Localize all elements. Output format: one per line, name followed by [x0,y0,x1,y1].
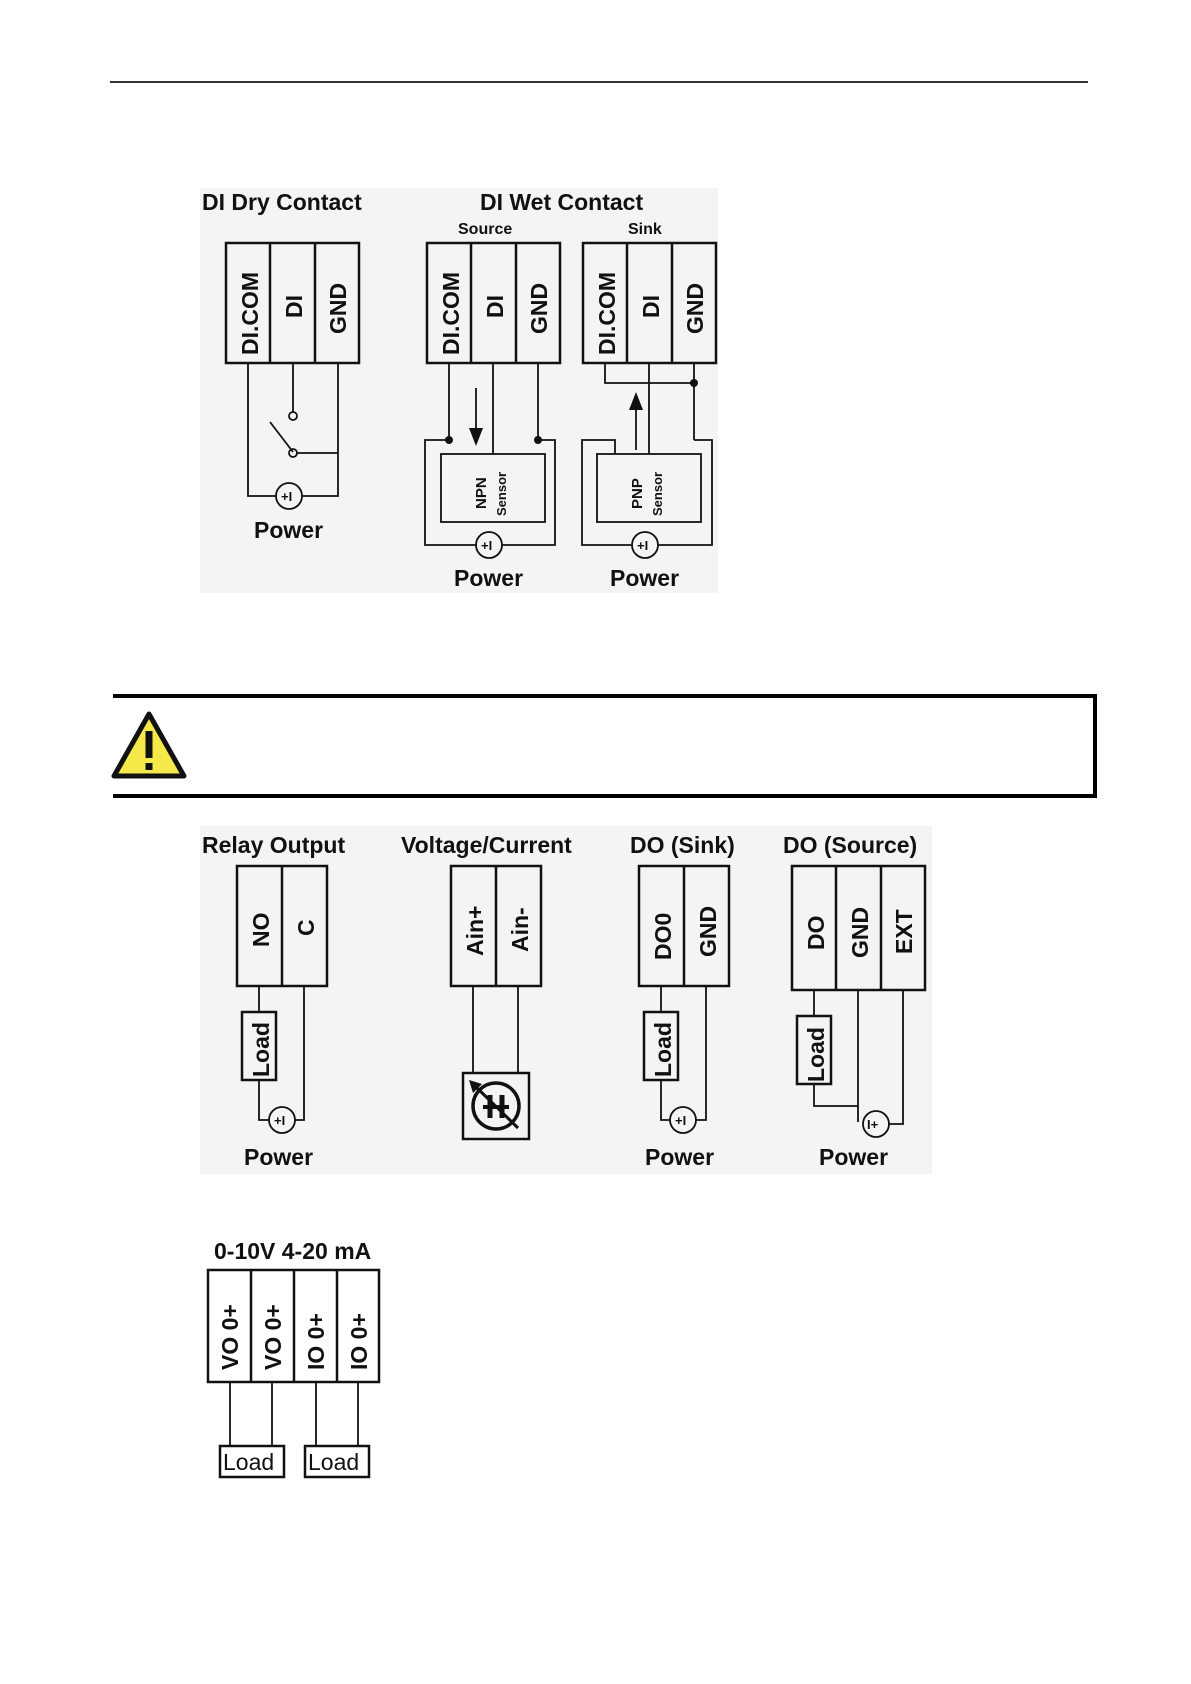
relay-load-label: Load [248,1022,274,1077]
vc-terminal-block [449,864,543,988]
relay-output-title: Relay Output [202,832,345,858]
di-sink-terminal-gnd: GND [682,283,708,334]
do-sink-power-label: Power [645,1144,714,1170]
ao-terminal-vo-2: VO 0+ [260,1304,286,1370]
di-dry-power-symbol: +I [281,489,292,504]
notice-box [113,694,1097,798]
do-sink-terminal-gnd: GND [695,906,721,957]
di-source-wiring [424,363,556,559]
di-source-terminal-gnd: GND [526,283,552,334]
di-sink-wiring [581,363,713,559]
ao-terminal-io-2: IO 0+ [346,1313,372,1370]
output-diagram-background [200,826,932,1174]
do-source-terminal-gnd: GND [847,907,873,958]
do-sink-terminal-do0: DO0 [650,913,676,960]
ao-title: 0-10V 4-20 mA [214,1238,371,1264]
di-npn-sensor-label: Sensor [494,472,509,516]
do-source-power-symbol: I+ [867,1117,879,1132]
di-pnp-label: PNP [629,478,646,509]
header-rule [110,81,1088,83]
di-dry-power-label: Power [254,517,323,543]
vc-terminal-ain-minus: Ain- [507,907,533,952]
di-source-power-symbol: +I [481,538,492,553]
di-sink-current-arrow [629,392,643,410]
di-dry-title: DI Dry Contact [202,189,362,215]
di-source-junction-right [534,436,542,444]
do-source-terminal-ext: EXT [891,909,917,954]
do-sink-terminal-block [637,864,731,988]
do-source-title: DO (Source) [783,832,917,858]
di-wet-title: DI Wet Contact [480,189,643,215]
ao-load-label-current: Load [308,1449,359,1475]
di-sink-terminal-di: DI [638,295,664,318]
di-source-power-label: Power [454,565,523,591]
di-wet-sink-label: Sink [628,221,662,238]
meter-icon [461,1071,531,1141]
di-source-junction-left [445,436,453,444]
di-sink-power-symbol: +I [637,538,648,553]
ao-wiring [218,1382,371,1479]
voltage-current-title: Voltage/Current [401,832,572,858]
do-sink-power-symbol: +I [675,1113,686,1128]
di-wet-source-label: Source [458,221,512,238]
vc-terminal-ain-plus: Ain+ [462,906,488,956]
di-diagram-background [200,188,718,593]
di-sink-junction [690,379,698,387]
do-source-wiring [795,990,904,1138]
do-source-load-label: Load [803,1027,829,1082]
di-sink-terminal-dicom: DI.COM [594,272,620,355]
do-sink-load-label: Load [650,1022,676,1077]
relay-terminal-no: NO [248,913,274,948]
ao-load-label-voltage: Load [223,1449,274,1475]
relay-terminal-block [235,864,329,988]
relay-power-label: Power [244,1144,313,1170]
do-source-terminal-do: DO [803,916,829,951]
relay-power-symbol: +I [274,1113,285,1128]
do-sink-wiring [642,986,707,1134]
di-source-current-arrow [469,428,483,446]
di-source-terminal-di: DI [482,295,508,318]
di-dry-terminal-gnd: GND [325,283,351,334]
ao-terminal-io-1: IO 0+ [303,1313,329,1370]
warning-icon [111,711,187,779]
di-dry-terminal-di: DI [281,295,307,318]
ao-terminal-vo-1: VO 0+ [217,1304,243,1370]
di-dry-wiring [247,363,339,510]
di-sink-power-label: Power [610,565,679,591]
relay-terminal-c: C [293,919,319,936]
do-source-power-label: Power [819,1144,888,1170]
ao-terminal-block [206,1268,381,1384]
di-npn-label: NPN [473,477,490,509]
vc-wiring [472,986,519,1073]
di-dry-terminal-dicom: DI.COM [237,272,263,355]
relay-wiring [240,986,305,1134]
di-pnp-sensor-label: Sensor [650,472,665,516]
di-source-terminal-dicom: DI.COM [438,272,464,355]
do-sink-title: DO (Sink) [630,832,735,858]
